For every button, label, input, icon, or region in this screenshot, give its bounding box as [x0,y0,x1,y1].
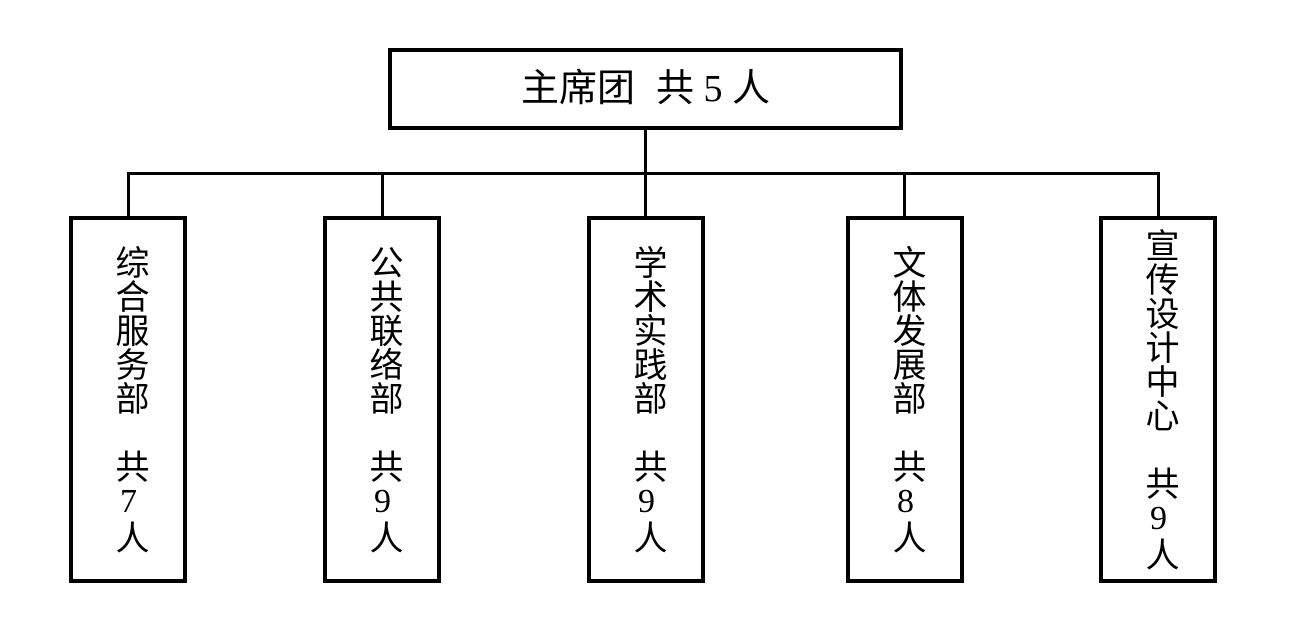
dept-name: 综合服务部 [110,245,147,415]
dept-name: 公共联络部 [364,245,401,415]
connector-horizontal [127,172,1160,175]
org-node-root-count: 共 5 人 [656,68,771,110]
dept-name: 文体发展部 [887,245,924,415]
org-node-root-name: 主席团 [520,68,635,110]
connector-drop-5 [1157,172,1160,217]
dept-count: 共9人 [364,449,401,554]
org-node-root: 主席团 共 5 人 [388,48,903,130]
org-node-dept-3: 学术实践部 共9人 [587,216,705,583]
dept-count: 共8人 [887,449,924,554]
dept-count: 共9人 [1140,466,1177,571]
connector-drop-4 [903,172,906,217]
org-node-dept-4: 文体发展部 共8人 [846,216,964,583]
connector-drop-1 [127,172,130,217]
org-node-dept-5: 宣传设计中心 共9人 [1099,216,1217,583]
dept-name: 宣传设计中心 [1140,228,1177,432]
dept-name: 学术实践部 [628,245,665,415]
org-node-dept-2: 公共联络部 共9人 [323,216,441,583]
org-node-dept-1: 综合服务部 共7人 [69,216,187,583]
connector-drop-2 [381,172,384,217]
dept-count: 共9人 [628,449,665,554]
dept-count: 共7人 [110,449,147,554]
